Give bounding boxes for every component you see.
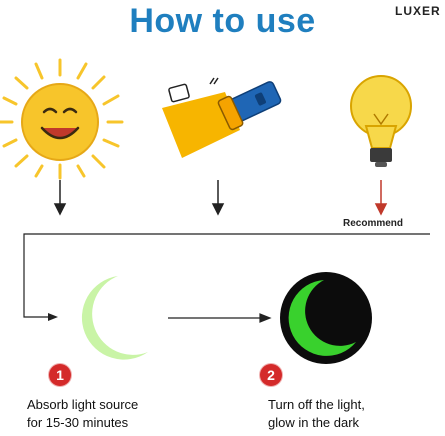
- flow-connector: [23, 233, 430, 318]
- arrow-down-sun: [53, 180, 67, 216]
- arrow-to-glow: [168, 313, 272, 323]
- step-number-badge: 1: [49, 364, 71, 386]
- flashlight-icon: [162, 77, 282, 158]
- moon-charged-icon: [81, 276, 148, 360]
- step-2-line-1: Turn off the light,: [268, 397, 365, 412]
- arrow-down-flashlight: [211, 180, 225, 216]
- brand-logo: LUXER: [395, 4, 441, 18]
- light-bulb-icon: [350, 75, 412, 167]
- step-1-line-1: Absorb light source: [27, 397, 139, 412]
- page-title: How to use: [129, 2, 316, 40]
- step-number-badge: 2: [260, 364, 282, 386]
- step-1-description: Absorb light source for 15-30 minutes: [27, 396, 138, 432]
- step-2-line-2: glow in the dark: [268, 415, 360, 430]
- recommend-label: Recommend: [343, 218, 404, 229]
- step-1-line-2: for 15-30 minutes: [27, 415, 129, 430]
- arrow-down-bulb: [374, 180, 388, 216]
- moon-glowing-icon: [280, 272, 372, 364]
- arrow-into-moon: [48, 313, 58, 321]
- sun-icon: [0, 58, 124, 180]
- step-2-description: Turn off the light, glow in the dark: [268, 396, 365, 432]
